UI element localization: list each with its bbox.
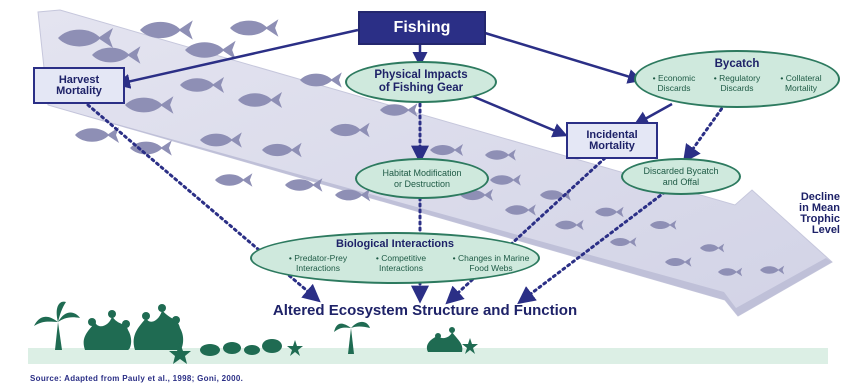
bio-item-food-webs: • Changes in Marine Food Webs [452,253,530,273]
habitat-modification-node: Habitat Modification or Destruction [355,158,489,199]
discarded-bycatch-node: Discarded Bycatch and Offal [621,158,741,195]
incidental-mortality-box: Incidental Mortality [566,122,658,159]
bycatch-item-collateral: • Collateral Mortality [780,73,822,93]
starfish-icon [462,338,478,354]
rock-icon [244,345,260,355]
bycatch-node: Bycatch • Economic Discards • Regulatory… [634,50,840,108]
bycatch-item-economic: • Economic Discards [652,73,696,93]
arrow-fishing-to-harvest [115,28,359,89]
fishing-label: Fishing [393,19,451,36]
incidental-mortality-label: Incidental Mortality [586,128,638,152]
rock-icon [262,339,282,353]
dotted-discarded-to-outcome [517,190,667,305]
physical-impacts-label: Physical Impacts of Fishing Gear [374,69,468,94]
starfish-icon [169,343,191,364]
coral-icon [83,310,132,350]
bio-item-predator-prey: • Predator-Prey Interactions [288,253,348,273]
biological-interactions-node: Biological Interactions • Predator-Prey … [250,232,540,284]
fish-icon [230,19,279,37]
habitat-modification-label: Habitat Modification or Destruction [382,167,462,189]
discarded-bycatch-label: Discarded Bycatch and Offal [643,165,719,187]
arrow-bycatch-to-incidental [633,102,673,126]
starfish-icon [287,340,303,356]
coral-icon [426,327,463,352]
dotted-bycatch-to-discarded [682,102,727,163]
fish-icon [130,140,172,156]
bycatch-title: Bycatch [714,58,760,70]
arrow-fishing-to-bycatch [484,31,643,84]
harvest-mortality-label: Harvest Mortality [56,73,102,97]
coral-icon [133,304,184,350]
rock-icon [223,342,241,354]
rock-icon [200,344,220,356]
seabed-life [34,301,478,364]
seaweed-icon [34,301,80,350]
dotted-incidental-to-outcome [445,156,607,305]
outcome-label: Altered Ecosystem Structure and Function [272,302,578,319]
fishing-box: Fishing [358,11,486,45]
seaweed-icon [334,321,370,354]
arrow-physical-to-incidental [471,94,568,138]
trophic-level-label: Decline in Mean Trophic Level [799,191,840,236]
fish-icon [75,127,119,143]
fish-icon [215,173,253,187]
bio-item-competitive: • Competitive Interactions [375,253,427,273]
biological-interactions-title: Biological Interactions [336,238,454,250]
source-caption: Source: Adapted from Pauly et al., 1998;… [30,374,244,383]
harvest-mortality-box: Harvest Mortality [33,67,125,104]
physical-impacts-node: Physical Impacts of Fishing Gear [345,61,497,103]
bycatch-item-regulatory: • Regulatory Discards [713,73,761,93]
